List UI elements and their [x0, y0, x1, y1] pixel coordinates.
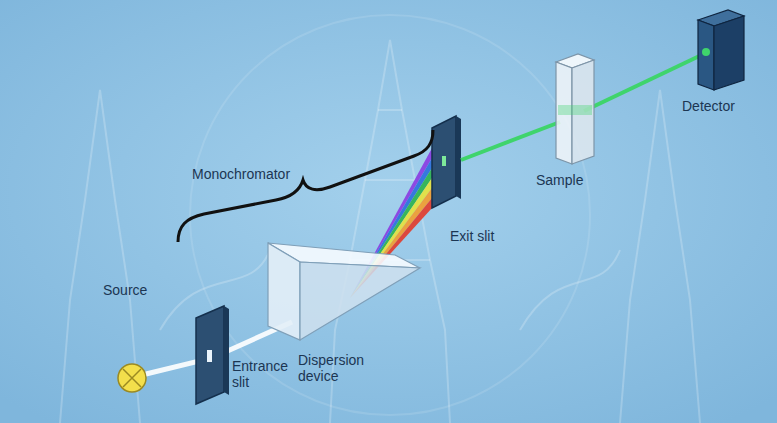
part-label: Entrance slit — [232, 358, 294, 390]
part-label: Detector — [682, 98, 772, 114]
sample-cuvette — [556, 54, 594, 164]
exit-slit-plate — [432, 116, 461, 208]
detector-box — [698, 10, 744, 90]
part-label: Source — [103, 282, 183, 298]
part-label: Sample — [536, 172, 616, 188]
entrance-slit-plate — [196, 306, 229, 404]
dispersion-prism — [268, 243, 420, 340]
light-source — [118, 364, 146, 392]
watermark-seal — [60, 15, 700, 423]
part-label: Exit slit — [450, 228, 540, 244]
green-beam — [461, 122, 560, 160]
monochromator-bracket — [178, 130, 433, 242]
part-label: Dispersion device — [298, 352, 378, 384]
part-label: Monochromator — [192, 166, 312, 182]
